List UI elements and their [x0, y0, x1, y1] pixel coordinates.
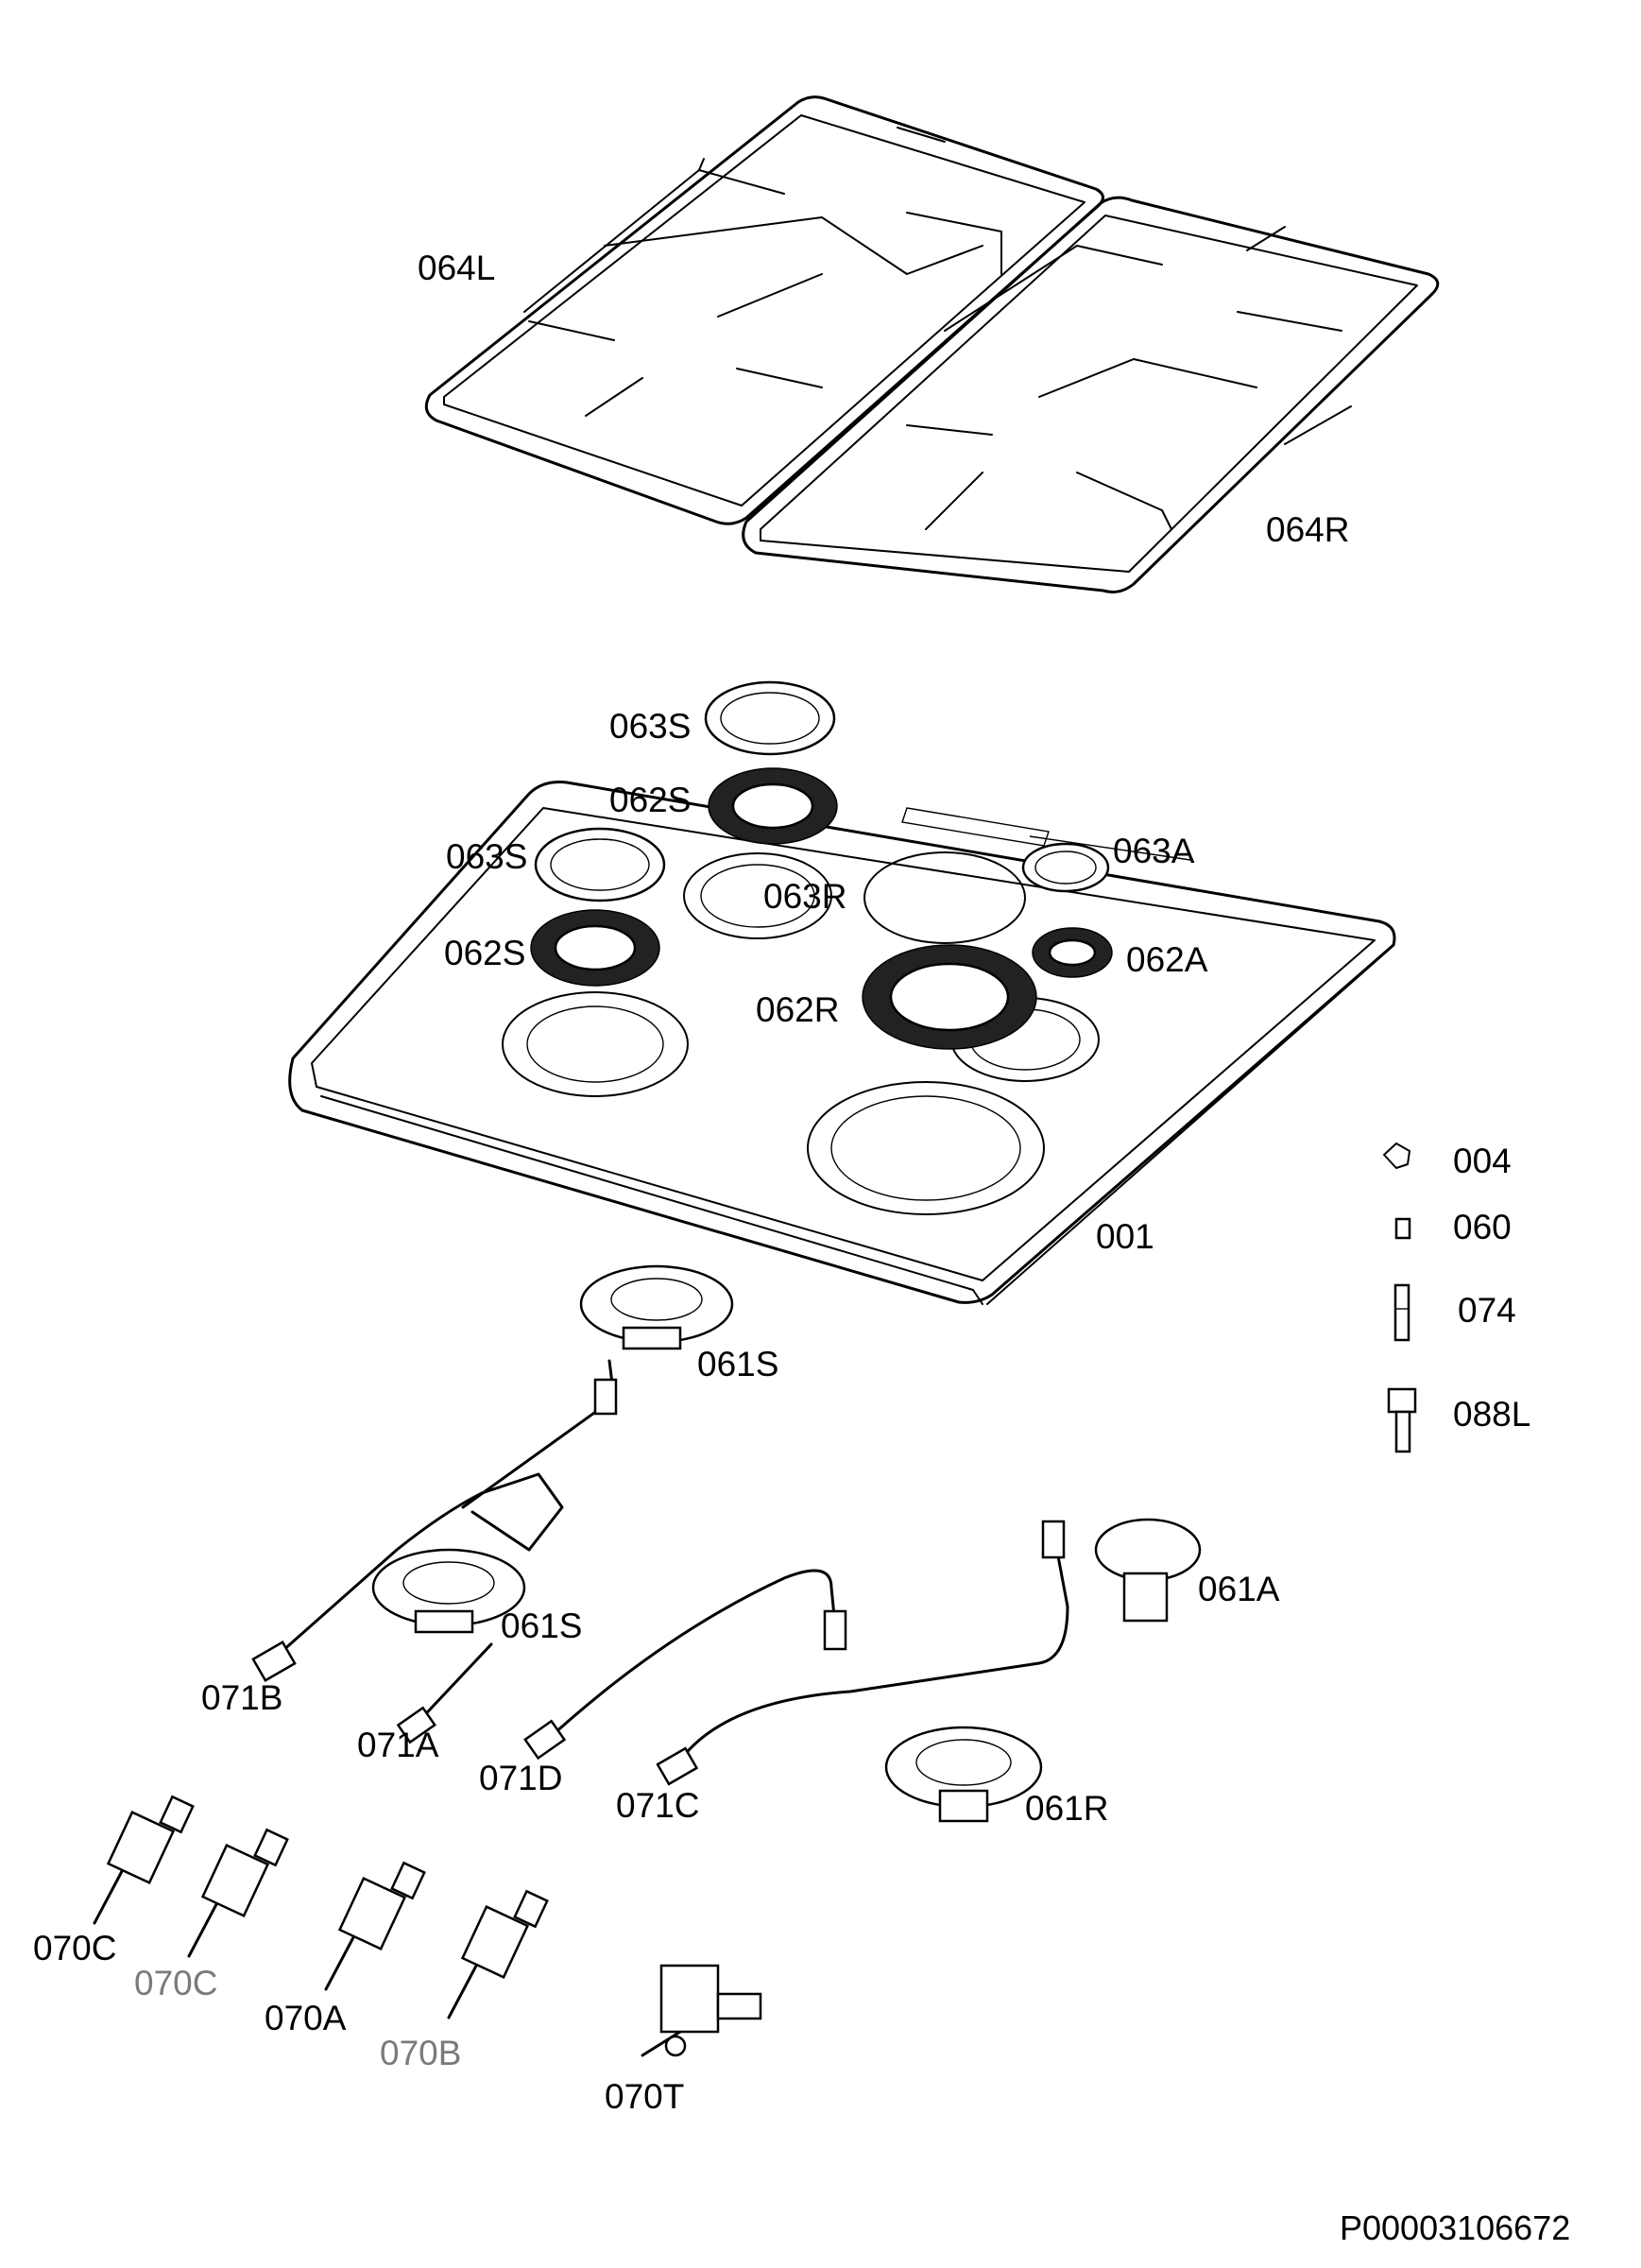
gas-tap-070a [324, 1861, 426, 1991]
burner-crown-062s-top [708, 767, 838, 845]
label-064r: 064R [1266, 510, 1350, 549]
label-071a: 071A [357, 1726, 439, 1764]
label-070b: 070B [380, 2034, 462, 2072]
gas-tap-070c-2 [187, 1828, 289, 1958]
label-070c-1: 070C [33, 1929, 117, 1967]
gas-tap-070c-1 [93, 1795, 195, 1925]
label-061s-lower: 061S [501, 1606, 583, 1645]
label-063a: 063A [1113, 832, 1195, 870]
label-071c: 071C [616, 1786, 700, 1825]
gas-pipe-071d [523, 1569, 847, 1761]
label-060: 060 [1453, 1208, 1512, 1246]
label-088l: 088L [1453, 1395, 1531, 1434]
burner-body-061s-lower [371, 1548, 526, 1634]
burner-crown-062r [862, 944, 1037, 1050]
label-062s-top: 062S [609, 781, 692, 819]
burner-body-061a [1094, 1518, 1202, 1623]
gas-tap-070b [447, 1889, 549, 2019]
part-060 [1394, 1217, 1411, 1240]
label-074: 074 [1458, 1291, 1516, 1330]
gas-tap-070t [641, 1964, 762, 2057]
burner-cap-063s-left [534, 827, 666, 902]
part-074 [1393, 1283, 1410, 1342]
label-061s-top: 061S [697, 1345, 779, 1383]
label-004: 004 [1453, 1142, 1512, 1180]
gas-pipe-071a [396, 1359, 618, 1744]
document-id: P00003106672 [1340, 2208, 1571, 2247]
burner-body-061s-top [579, 1264, 734, 1350]
label-064l: 064L [418, 249, 496, 287]
burner-crown-062s-left [530, 909, 660, 987]
label-063s-left: 063S [446, 837, 528, 876]
label-070c-2: 070C [134, 1964, 218, 2002]
label-001: 001 [1096, 1217, 1154, 1256]
label-071d: 071D [479, 1759, 563, 1797]
gas-pipe-071b [251, 1472, 564, 1682]
label-063r: 063R [763, 877, 847, 916]
label-063s-top: 063S [609, 707, 692, 746]
nozzle-088l [1387, 1387, 1417, 1453]
burner-cap-063a [1021, 842, 1110, 893]
burner-cap-063s-top [704, 680, 836, 756]
label-070t: 070T [605, 2077, 685, 2116]
screw-clip-004 [1383, 1143, 1410, 1169]
label-061a: 061A [1198, 1570, 1280, 1608]
burner-body-061r [884, 1726, 1043, 1823]
burner-crown-062a [1032, 927, 1113, 978]
label-071b: 071B [201, 1678, 283, 1717]
label-062s-left: 062S [444, 934, 526, 972]
label-062r: 062R [756, 990, 840, 1029]
hob-top-plate [288, 781, 1396, 1305]
pan-support-grid-right [742, 196, 1440, 593]
label-070a: 070A [265, 1999, 347, 2037]
label-061r: 061R [1025, 1789, 1109, 1828]
label-062a: 062A [1126, 940, 1208, 979]
gas-pipe-071c [656, 1520, 1069, 1786]
